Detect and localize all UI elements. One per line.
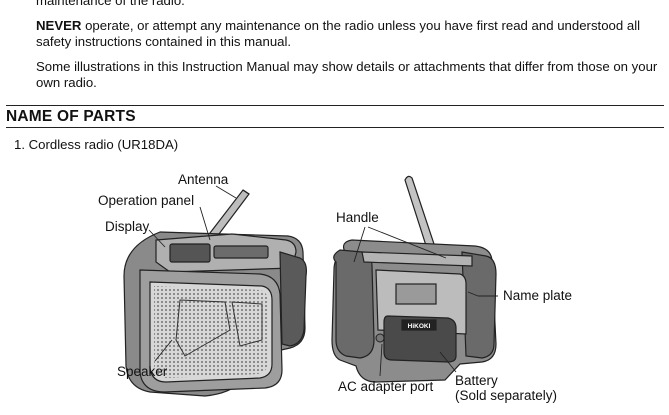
label-battery: Battery: [455, 373, 498, 388]
label-operation-panel: Operation panel: [98, 193, 195, 208]
item-cordless-radio: 1. Cordless radio (UR18DA): [14, 137, 179, 152]
ac-adapter-port-shape: [375, 333, 385, 343]
section-title: NAME OF PARTS: [6, 105, 664, 128]
front-leader-lines: [148, 185, 237, 362]
battery-badge-text: HiKOKI: [408, 323, 431, 330]
label-display: Display: [105, 219, 150, 234]
back-antenna: [404, 175, 439, 259]
front-speaker-grille-dots: [154, 286, 268, 378]
label-speaker: Speaker: [117, 364, 168, 379]
illustration-note-paragraph: Some illustrations in this Instruction M…: [36, 59, 658, 90]
back-radio: [331, 175, 497, 383]
label-antenna: Antenna: [178, 172, 229, 187]
label-ac-adapter-port: AC adapter port: [338, 379, 434, 394]
never-emphasis: NEVER: [36, 18, 82, 33]
intro-paragraph-tail: maintenance of the radio.: [36, 0, 185, 8]
label-battery-note: (Sold separately): [455, 388, 558, 403]
back-leader-lines: [353, 226, 498, 377]
label-handle: Handle: [336, 210, 379, 225]
never-warning-paragraph: NEVER operate, or attempt any maintenanc…: [36, 18, 658, 50]
never-warning-text: operate, or attempt any maintenance on t…: [36, 18, 641, 49]
label-name-plate: Name plate: [503, 288, 573, 303]
